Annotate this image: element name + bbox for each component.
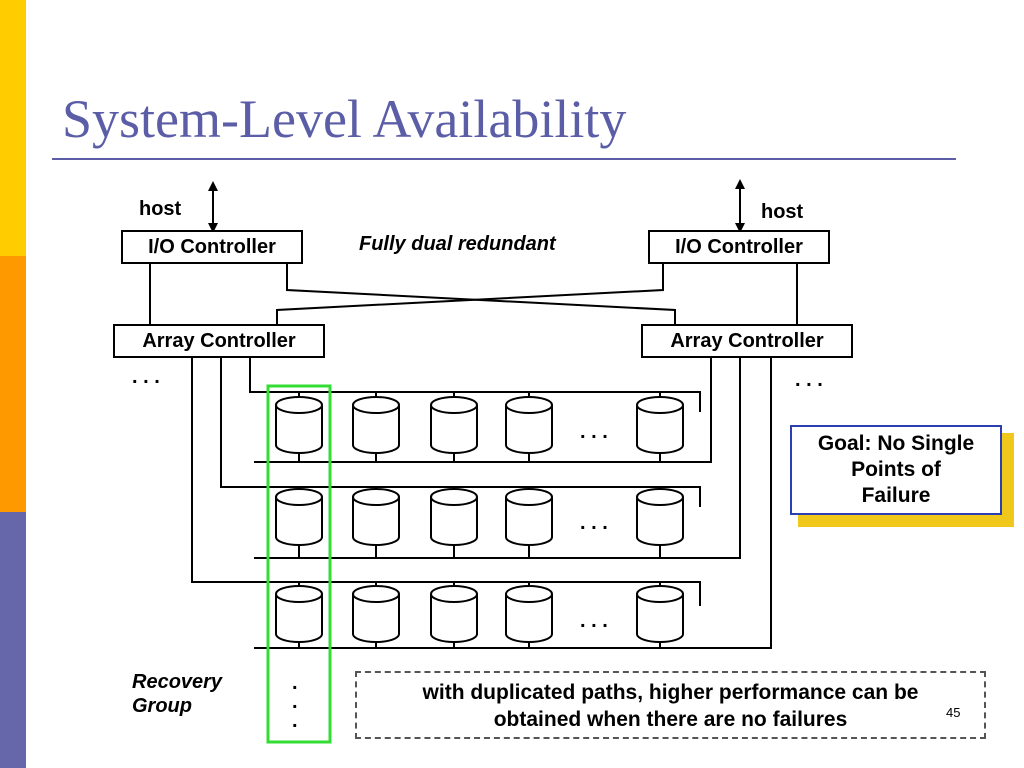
- disk-drive: [636, 392, 684, 462]
- disk-drive: [636, 487, 684, 558]
- side-band-yellow: [0, 0, 26, 256]
- title-divider: [52, 158, 956, 160]
- disk-drive: [505, 582, 553, 648]
- row-ellipsis-3: . . .: [580, 610, 608, 632]
- goal-callout: Goal: No Single Points of Failure: [790, 425, 1002, 515]
- recovery-group-line1: Recovery: [132, 671, 223, 693]
- disk-drive: [352, 392, 400, 462]
- io-controller-right: I/O Controller: [648, 230, 830, 264]
- host-label-right: host: [761, 201, 804, 223]
- ellipsis-right: . . .: [795, 369, 823, 391]
- disk-drive: [430, 487, 478, 558]
- disk-drive: [275, 582, 323, 648]
- goal-line1: Goal: No Single: [817, 432, 975, 455]
- ellipsis-left: . . .: [132, 366, 160, 388]
- recovery-group-line2: Group: [132, 695, 192, 717]
- host-label-left: host: [139, 198, 182, 220]
- recovery-group-highlight: [266, 384, 332, 744]
- io-controller-left: I/O Controller: [121, 230, 303, 264]
- disk-drive: [505, 487, 553, 558]
- disk-drive: [275, 392, 323, 462]
- array-controller-left: Array Controller: [113, 324, 325, 358]
- recovery-group-label: Recovery Group: [132, 670, 222, 718]
- disk-drive: [430, 582, 478, 648]
- note-line2: obtained when there are no failures: [493, 708, 848, 731]
- disk-drive: [352, 487, 400, 558]
- redundancy-label: Fully dual redundant: [359, 233, 556, 255]
- slide-title: System-Level Availability: [62, 89, 627, 149]
- note-line1: with duplicated paths, higher performanc…: [422, 681, 919, 704]
- row-ellipsis-1: . . .: [580, 421, 608, 443]
- page-number: 45: [946, 705, 961, 720]
- disk-drive: [275, 487, 323, 558]
- disk-drive: [636, 582, 684, 648]
- disk-drive: [352, 582, 400, 648]
- performance-note: with duplicated paths, higher performanc…: [355, 671, 986, 739]
- disk-drive: [430, 392, 478, 462]
- goal-line3: Failure: [861, 484, 931, 507]
- side-band-purple: [0, 512, 26, 768]
- vertical-dots: . . .: [292, 672, 298, 732]
- row-ellipsis-2: . . .: [580, 512, 608, 534]
- array-controller-right: Array Controller: [641, 324, 853, 358]
- goal-line2: Points of: [851, 458, 941, 481]
- disk-drive: [505, 392, 553, 462]
- disk-grid: [275, 392, 684, 648]
- side-band-orange: [0, 256, 26, 512]
